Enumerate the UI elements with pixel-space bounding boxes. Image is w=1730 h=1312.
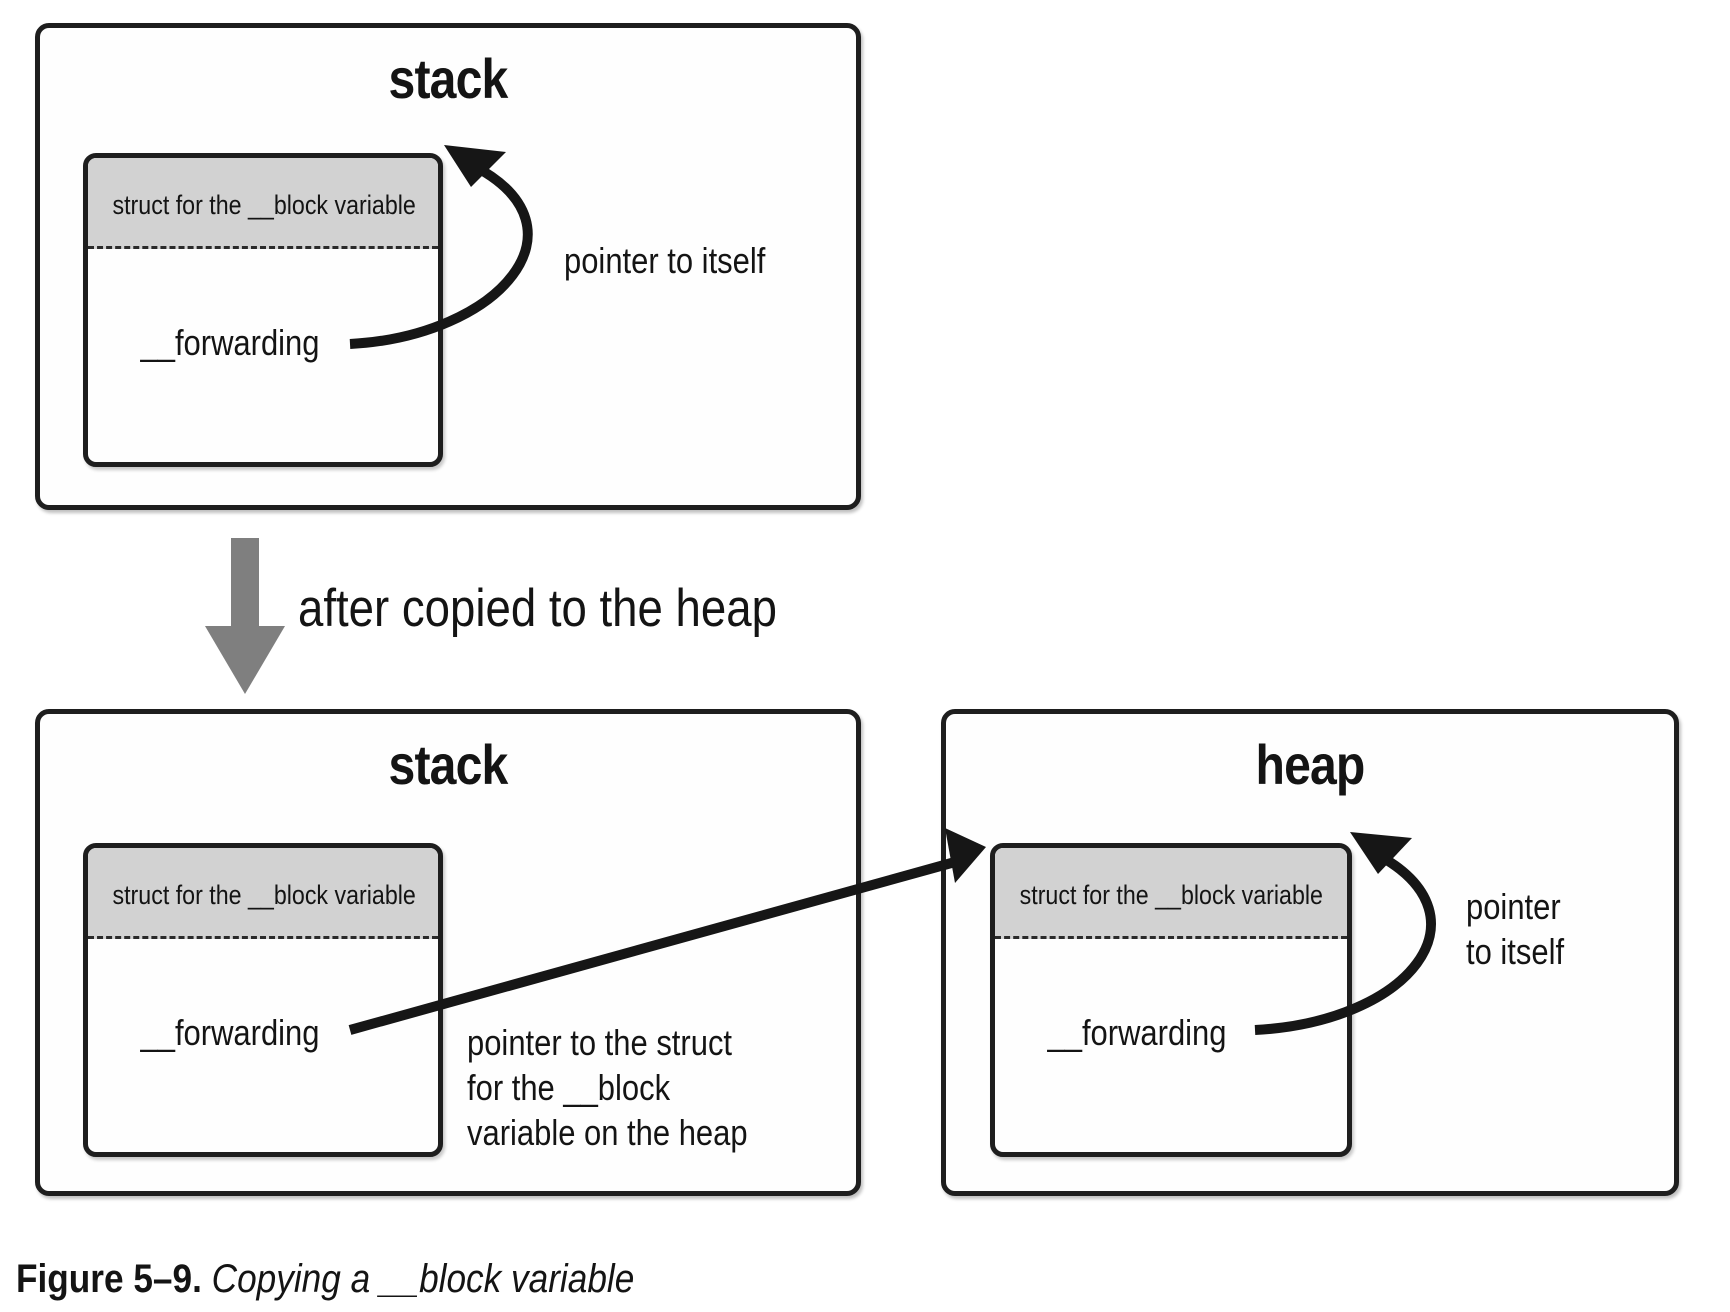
struct-header-label: struct for the __block variable [112,190,416,220]
heap-panel: heap struct for the __block variable __f… [941,709,1679,1196]
block-variable-struct: struct for the __block variable __forwar… [990,843,1352,1157]
struct-header: struct for the __block variable [995,848,1347,939]
figure-title: Copying a __block variable [211,1257,635,1301]
label-line: pointer to the struct [467,1022,733,1063]
stack-panel-before: stack struct for the __block variable __… [35,23,861,510]
pointer-to-itself-label: pointer to itself [1466,884,1564,974]
forwarding-field: __forwarding [140,1012,320,1053]
transition-label: after copied to the heap [298,579,777,638]
label-line: to itself [1466,931,1565,972]
struct-header-label: struct for the __block variable [1019,880,1323,910]
forwarding-field: __forwarding [140,322,320,363]
stack-panel-after: stack struct for the __block variable __… [35,709,861,1196]
struct-header: struct for the __block variable [88,848,438,939]
panel-title: stack [388,733,509,796]
label-line: variable on the heap [467,1112,748,1153]
figure-caption: Figure 5–9. Copying a __block variable [16,1257,634,1302]
block-variable-struct: struct for the __block variable __forwar… [83,153,443,467]
forwarding-field: __forwarding [1047,1012,1227,1053]
label-line: for the __block [467,1067,671,1108]
pointer-to-heap-struct-label: pointer to the struct for the __block va… [467,1020,748,1155]
panel-title: stack [388,47,509,110]
label-line: pointer [1466,886,1561,927]
down-arrow-shaft [231,538,259,634]
pointer-to-itself-label: pointer to itself [564,240,766,281]
panel-title: heap [1255,733,1366,796]
struct-header: struct for the __block variable [88,158,438,249]
struct-header-label: struct for the __block variable [112,880,416,910]
down-arrow-head [205,626,285,694]
figure-number: Figure 5–9. [16,1257,202,1301]
block-variable-struct: struct for the __block variable __forwar… [83,843,443,1157]
